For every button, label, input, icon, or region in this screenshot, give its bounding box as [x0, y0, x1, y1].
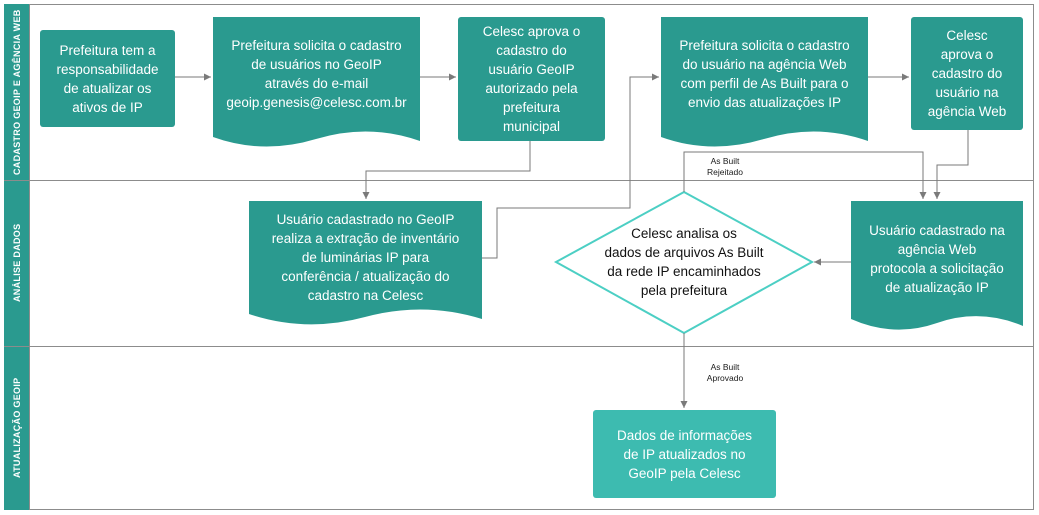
- node-text: Usuário cadastrado na agência Web protoc…: [869, 222, 1005, 295]
- node-solicita-cadastro-agencia: Prefeitura solicita o cadastro do usuári…: [661, 17, 868, 141]
- node-text: Usuário cadastrado no GeoIP realiza a ex…: [271, 211, 460, 303]
- edge-label-approved: As Built Aprovado: [706, 362, 744, 383]
- node-prefeitura-responsabilidade: Prefeitura tem a responsabilidade de atu…: [40, 30, 175, 127]
- node-usuario-extracao-inventario: Usuário cadastrado no GeoIP realiza a ex…: [249, 201, 482, 319]
- node-text: Prefeitura tem a responsabilidade de atu…: [56, 42, 159, 115]
- node-text: Prefeitura solicita o cadastro de usuári…: [226, 38, 407, 110]
- node-text: Celesc aprova o cadastro do usuário na a…: [927, 28, 1007, 119]
- doc-shape-n4: [661, 17, 868, 147]
- doc-shape-n6: [249, 201, 482, 325]
- edge-label-rejected: As Built Rejeitado: [707, 156, 743, 177]
- lane-header-cadastro: [4, 4, 30, 180]
- node-dados-atualizados: Dados de informações de IP atualizados n…: [593, 410, 776, 498]
- lane-header-atualizacao: [4, 346, 30, 510]
- lane-divider-2: [4, 346, 1034, 347]
- lane-header-analise: [4, 180, 30, 346]
- node-celesc-aprova-geoip: Celesc aprova o cadastro do usuário GeoI…: [458, 17, 605, 141]
- edge-n6-n4: [482, 73, 659, 259]
- doc-shape-n2: [213, 17, 420, 147]
- node-text: Prefeitura solicita o cadastro do usuári…: [679, 38, 850, 110]
- node-solicita-cadastro-geoip: Prefeitura solicita o cadastro de usuári…: [213, 17, 420, 141]
- node-celesc-aprova-agencia: Celesc aprova o cadastro do usuário na a…: [911, 17, 1023, 130]
- doc-shape-n8: [851, 201, 1023, 330]
- lane-divider-1: [4, 180, 1034, 181]
- node-celesc-analisa: Celesc analisa os dados de arquivos As B…: [604, 226, 764, 298]
- node-usuario-protocola: Usuário cadastrado na agência Web protoc…: [851, 201, 1023, 326]
- edge-rejected: [683, 151, 927, 199]
- node-text: Dados de informações de IP atualizados n…: [616, 427, 753, 481]
- edge-n3-n6: [362, 141, 531, 199]
- edge-n5-n8: [933, 130, 969, 199]
- node-text: Celesc aprova o cadastro do usuário GeoI…: [482, 24, 581, 134]
